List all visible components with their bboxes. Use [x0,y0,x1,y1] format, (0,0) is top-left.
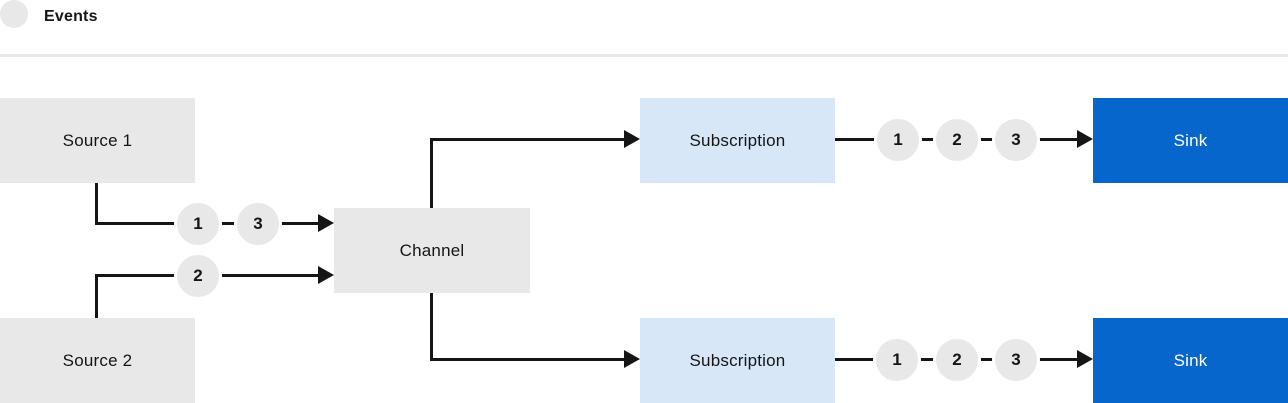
channel-node: Channel [334,208,530,293]
arrowhead-icon [318,266,334,284]
connector-channel-bottom-vertical [430,293,433,360]
event-circle: 1 [174,200,222,248]
events-legend-icon [0,0,28,28]
sink-bottom-node: Sink [1093,318,1288,403]
source-1-node: Source 1 [0,98,195,183]
arrowhead-icon [1077,350,1093,368]
arrowhead-icon [624,350,640,368]
event-circle: 1 [874,116,922,164]
subscription-top-node: Subscription [640,98,835,183]
event-circle: 1 [873,336,921,384]
sink-top-node: Sink [1093,98,1288,183]
source-2-node: Source 2 [0,318,195,403]
event-circle: 3 [992,336,1040,384]
event-circle: 2 [933,336,981,384]
connector-channel-top-vertical [430,140,433,208]
event-circle: 2 [174,252,222,300]
legend-divider [0,54,1288,57]
event-circle: 3 [234,200,282,248]
connector-source1-vertical [95,183,98,224]
arrowhead-icon [318,214,334,232]
event-circle: 2 [933,116,981,164]
arrowhead-icon [1077,130,1093,148]
events-legend-label: Events [44,8,98,25]
connector-channel-to-subscription-bottom [430,358,626,361]
event-circle: 3 [992,116,1040,164]
subscription-bottom-node: Subscription [640,318,835,403]
arrowhead-icon [624,130,640,148]
connector-channel-to-subscription-top [430,138,626,141]
connector-source2-vertical [95,276,98,318]
